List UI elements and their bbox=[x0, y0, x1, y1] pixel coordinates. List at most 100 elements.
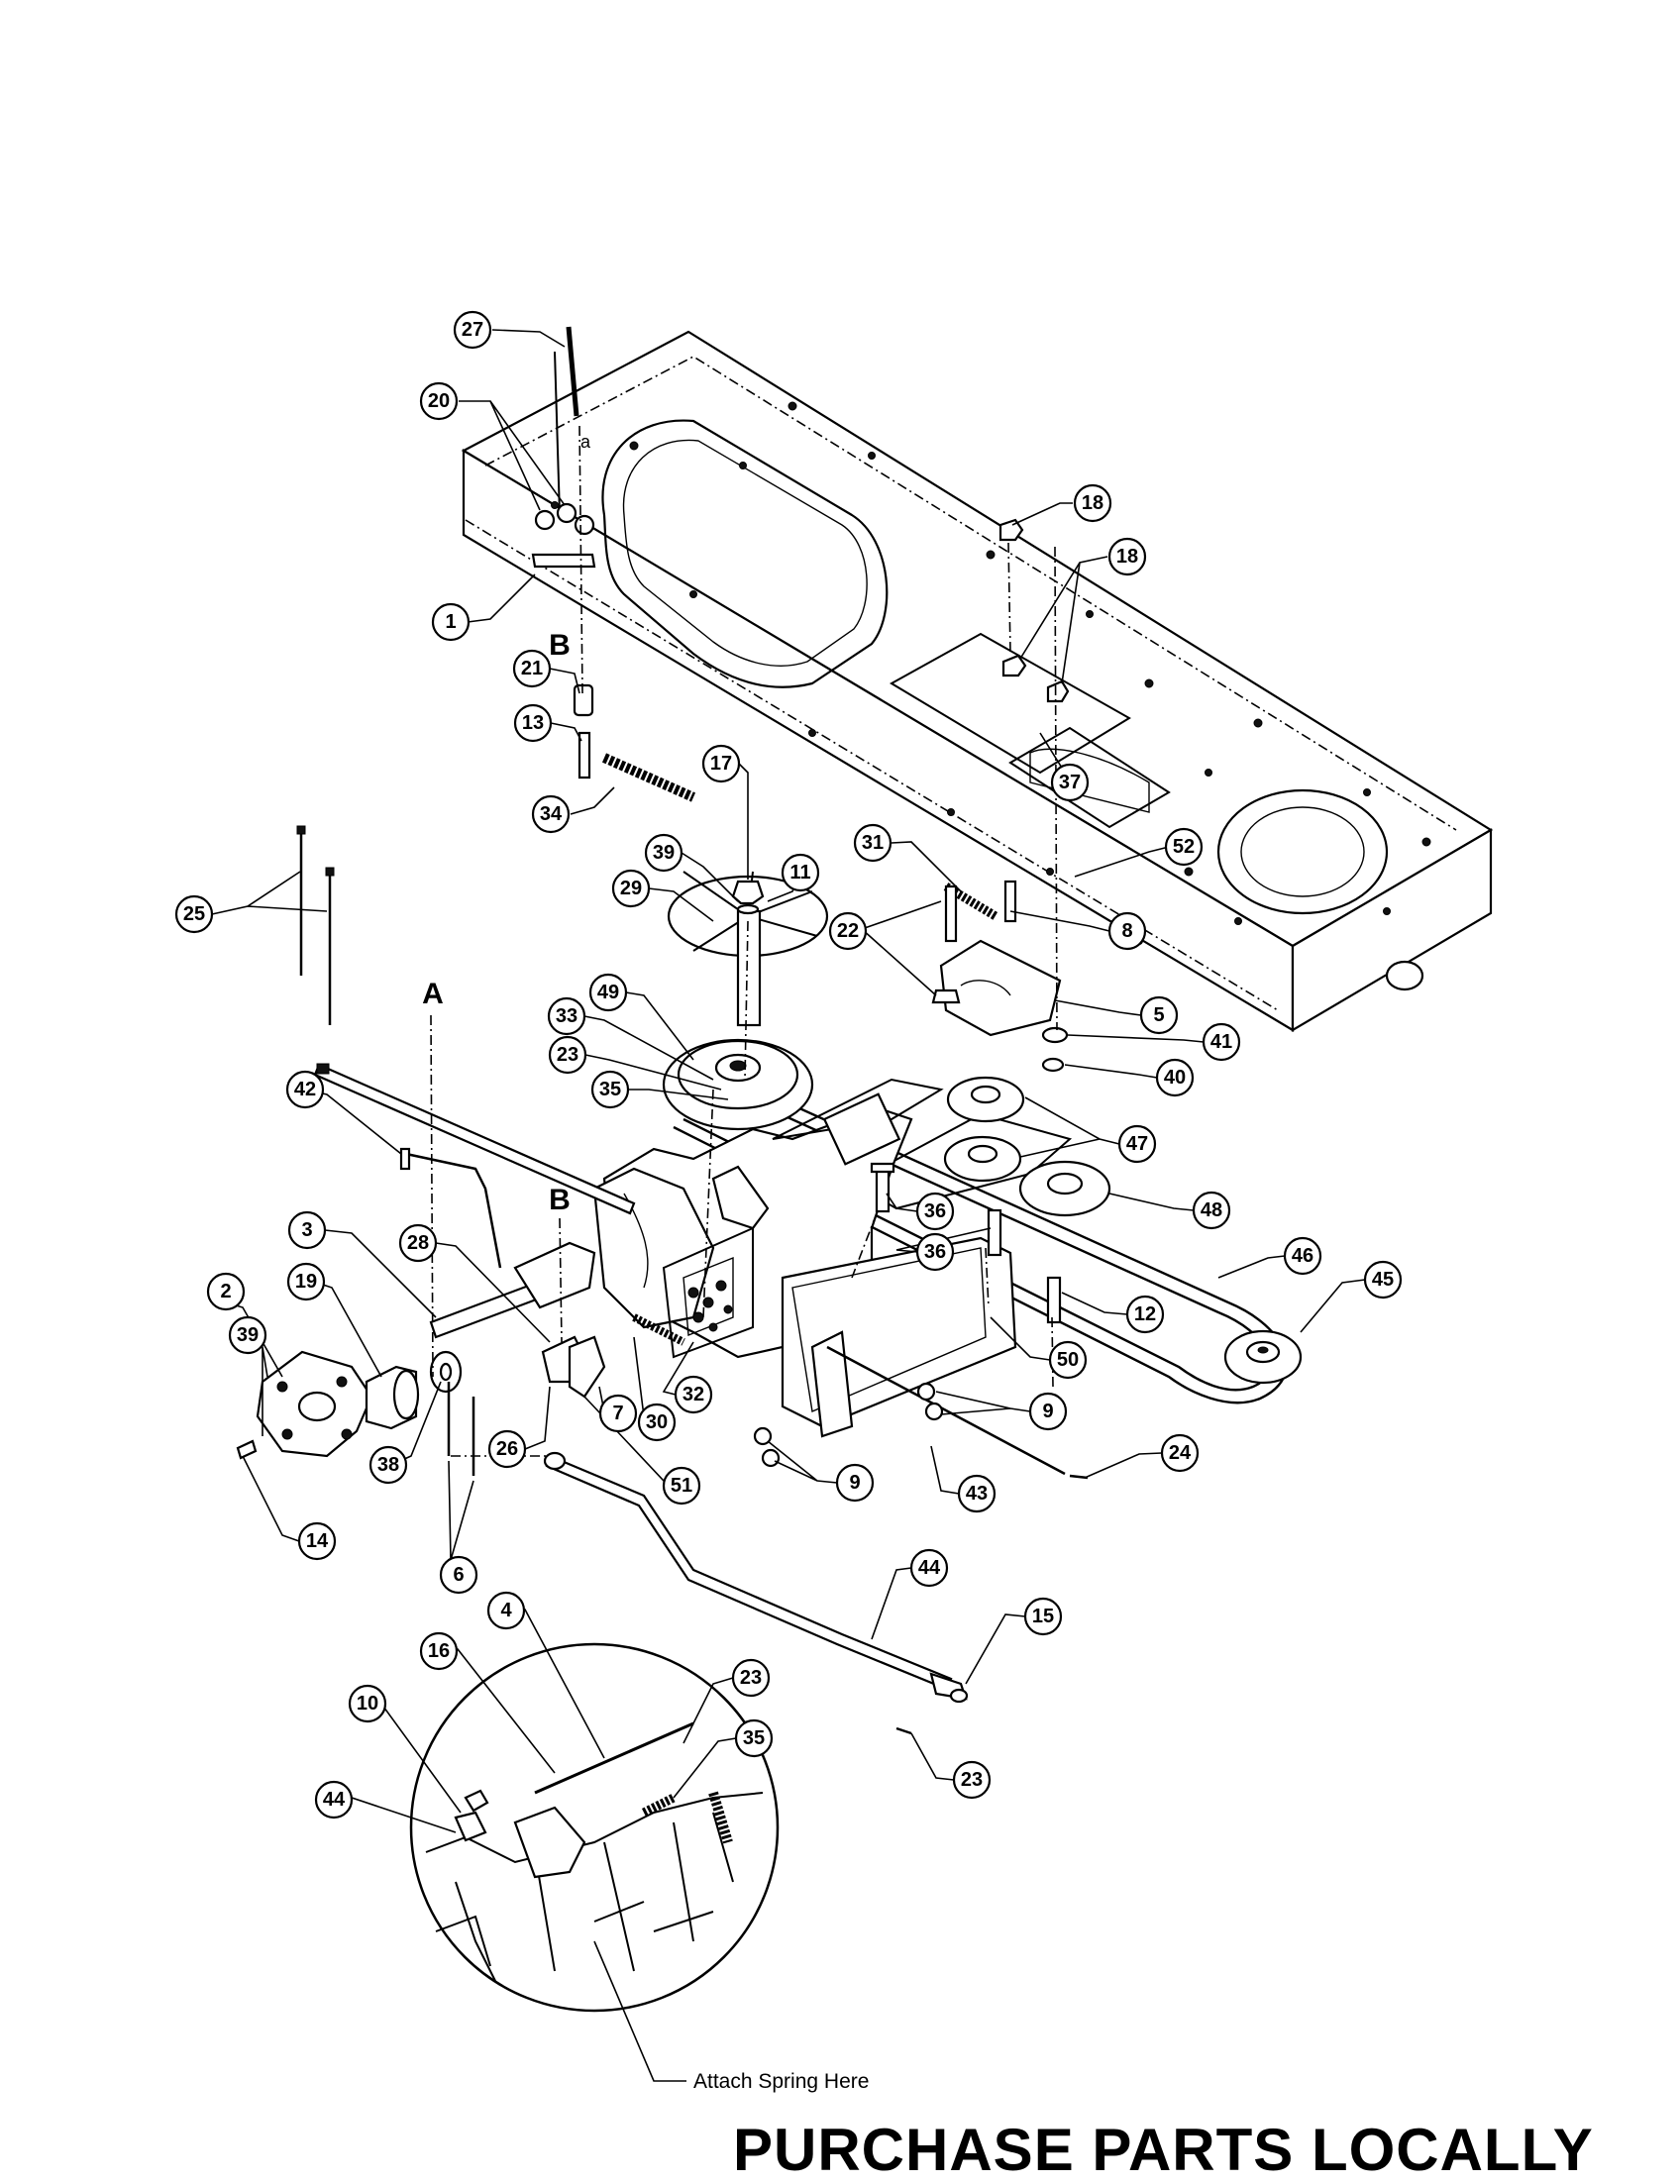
wheel-hub bbox=[256, 1350, 373, 1458]
bracket-bolts bbox=[931, 880, 1017, 1004]
callout-23-mid: 23 bbox=[548, 1035, 587, 1075]
callout-51: 51 bbox=[662, 1466, 701, 1506]
footer-purchase-note: PURCHASE PARTS LOCALLY bbox=[733, 2117, 1594, 2183]
svg-text:10: 10 bbox=[357, 1693, 378, 1715]
callout-35-detail: 35 bbox=[734, 1718, 774, 1758]
svg-text:42: 42 bbox=[294, 1079, 316, 1100]
svg-text:2: 2 bbox=[220, 1281, 231, 1302]
callout-28: 28 bbox=[398, 1223, 438, 1263]
callout-19: 19 bbox=[286, 1262, 326, 1301]
svg-text:43: 43 bbox=[966, 1483, 988, 1505]
detail-note: Attach Spring Here bbox=[693, 2070, 870, 2093]
svg-text:31: 31 bbox=[862, 832, 884, 854]
callout-5: 5 bbox=[1139, 995, 1179, 1035]
brake-bracket bbox=[541, 1335, 606, 1399]
brake-pins bbox=[447, 1382, 475, 1476]
callout-44: 44 bbox=[909, 1548, 949, 1588]
callout-27: 27 bbox=[453, 310, 492, 350]
hub-bolt bbox=[236, 1439, 258, 1460]
bypass-lever bbox=[399, 1147, 502, 1269]
callout-6: 6 bbox=[439, 1555, 478, 1595]
callout-7: 7 bbox=[598, 1394, 638, 1433]
callout-32: 32 bbox=[674, 1375, 713, 1414]
callout-42: 42 bbox=[285, 1070, 325, 1109]
svg-text:23: 23 bbox=[557, 1044, 578, 1066]
svg-text:45: 45 bbox=[1372, 1269, 1394, 1291]
callout-50: 50 bbox=[1048, 1340, 1088, 1380]
callout-17: 17 bbox=[701, 744, 741, 783]
section-letter-a-upper: A bbox=[422, 978, 444, 1010]
svg-text:34: 34 bbox=[540, 803, 563, 825]
svg-text:30: 30 bbox=[646, 1411, 668, 1433]
svg-text:35: 35 bbox=[599, 1079, 621, 1100]
callout-39-top: 39 bbox=[644, 833, 683, 873]
svg-text:20: 20 bbox=[428, 390, 450, 412]
svg-text:46: 46 bbox=[1292, 1245, 1313, 1267]
callout-16: 16 bbox=[419, 1631, 459, 1671]
svg-text:41: 41 bbox=[1210, 1031, 1232, 1053]
svg-text:3: 3 bbox=[301, 1219, 312, 1241]
callout-39-left: 39 bbox=[228, 1315, 267, 1355]
brake-spring bbox=[632, 1313, 685, 1346]
svg-text:25: 25 bbox=[183, 903, 205, 925]
callout-1: 1 bbox=[431, 602, 471, 642]
callout-41: 41 bbox=[1202, 1022, 1241, 1062]
svg-text:15: 15 bbox=[1032, 1606, 1054, 1627]
section-letters: A B B a bbox=[422, 432, 591, 1216]
callout-40: 40 bbox=[1155, 1058, 1195, 1097]
svg-text:29: 29 bbox=[620, 878, 642, 899]
svg-text:9: 9 bbox=[849, 1472, 860, 1494]
callout-44-detail: 44 bbox=[314, 1780, 354, 1820]
frame-nuts bbox=[998, 518, 1070, 1073]
hub-bushing bbox=[365, 1365, 420, 1430]
callouts: 27 20 1 21 13 34 18 18 37 52 17 39 11 29… bbox=[174, 310, 1403, 1820]
callout-15: 15 bbox=[1023, 1597, 1063, 1636]
callout-2: 2 bbox=[206, 1272, 246, 1311]
svg-text:38: 38 bbox=[377, 1454, 399, 1476]
callout-52: 52 bbox=[1164, 827, 1204, 867]
svg-text:21: 21 bbox=[521, 658, 543, 679]
svg-text:13: 13 bbox=[522, 712, 544, 734]
callout-25: 25 bbox=[174, 894, 214, 934]
svg-text:49: 49 bbox=[597, 982, 619, 1003]
svg-text:4: 4 bbox=[500, 1600, 512, 1621]
transmission-pulley bbox=[662, 1038, 814, 1131]
bolts bbox=[870, 1162, 1062, 1324]
engine-pulley bbox=[1223, 1329, 1303, 1385]
svg-text:28: 28 bbox=[407, 1232, 429, 1254]
detail-view bbox=[409, 1642, 780, 2013]
section-letter-a-lower: a bbox=[580, 432, 591, 452]
callout-18: 18 bbox=[1107, 537, 1147, 576]
callout-36-top: 36 bbox=[915, 1192, 955, 1231]
idler-pulleys bbox=[943, 1076, 1025, 1183]
svg-text:50: 50 bbox=[1057, 1349, 1079, 1371]
svg-text:32: 32 bbox=[682, 1384, 704, 1405]
callout-31: 31 bbox=[853, 823, 892, 863]
svg-text:16: 16 bbox=[428, 1640, 450, 1662]
axle-shaft bbox=[429, 1241, 596, 1339]
svg-text:26: 26 bbox=[496, 1438, 518, 1460]
callout-4: 4 bbox=[486, 1591, 526, 1630]
callout-12: 12 bbox=[1125, 1295, 1165, 1334]
callout-48: 48 bbox=[1192, 1191, 1231, 1230]
callout-18-top: 18 bbox=[1073, 483, 1112, 523]
svg-text:37: 37 bbox=[1059, 772, 1081, 793]
svg-text:47: 47 bbox=[1126, 1133, 1148, 1155]
svg-text:44: 44 bbox=[918, 1557, 941, 1579]
section-letter-b-top: B bbox=[549, 629, 571, 662]
callout-30: 30 bbox=[637, 1403, 677, 1442]
svg-text:36: 36 bbox=[924, 1200, 946, 1222]
svg-text:1: 1 bbox=[445, 611, 456, 633]
fan-nut bbox=[731, 880, 765, 915]
svg-text:18: 18 bbox=[1082, 492, 1103, 514]
axle-mount-bracket bbox=[781, 1236, 1017, 1438]
svg-text:23: 23 bbox=[740, 1667, 762, 1689]
callout-36: 36 bbox=[915, 1232, 955, 1272]
svg-text:14: 14 bbox=[306, 1530, 329, 1552]
svg-text:12: 12 bbox=[1134, 1303, 1156, 1325]
callout-26: 26 bbox=[487, 1429, 527, 1469]
callout-37: 37 bbox=[1050, 763, 1090, 802]
svg-text:27: 27 bbox=[462, 319, 483, 341]
callout-10: 10 bbox=[348, 1684, 387, 1723]
